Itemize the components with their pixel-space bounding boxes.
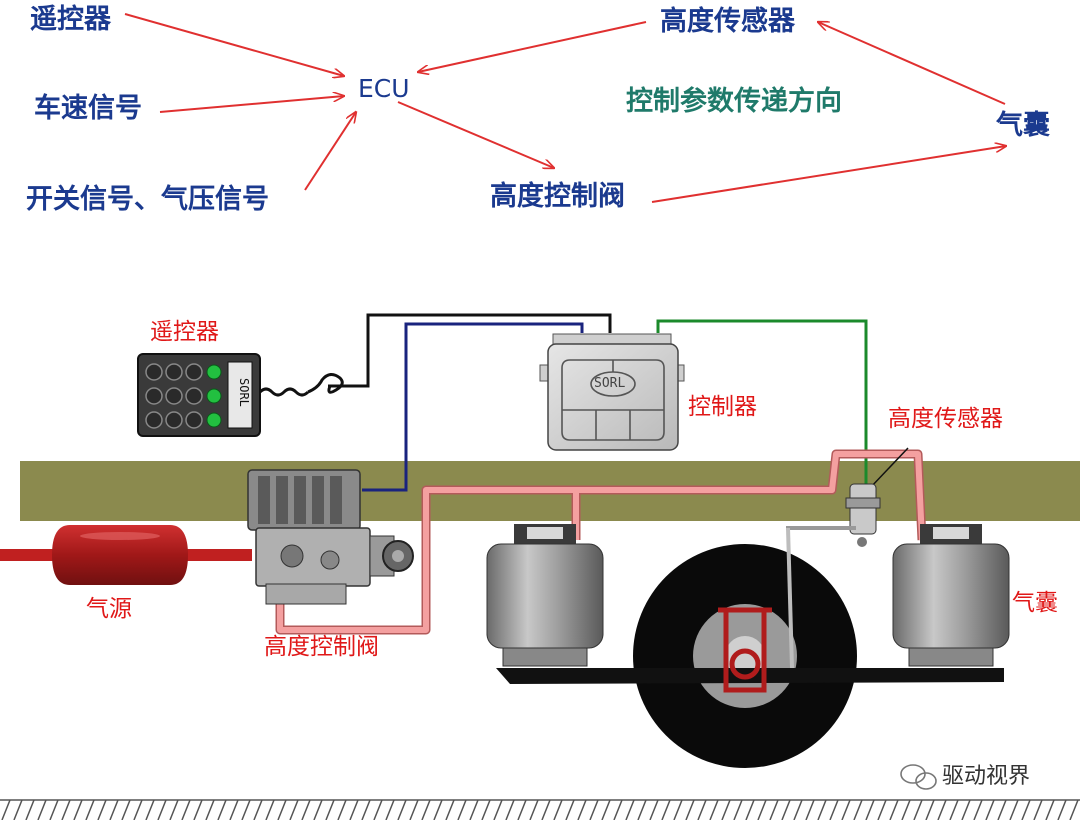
air-source-tank	[0, 525, 252, 585]
arrow-switch-to-ecu	[304, 112, 356, 191]
arrow-valve-to-airbag	[651, 146, 1006, 203]
airbag-right	[892, 524, 1010, 667]
diagram-remote-label: 遥控器	[150, 319, 219, 345]
axle-bracket	[718, 607, 772, 693]
height-control-valve	[247, 469, 414, 605]
ground	[0, 799, 1080, 820]
diagram-controller-label: 控制器	[688, 394, 757, 420]
remote-brand-text: SORL	[237, 378, 251, 407]
diagram-height-sensor-label: 高度传感器	[888, 406, 1003, 432]
remote-control-device	[137, 353, 368, 437]
flow-ecu-label: ECU	[358, 74, 410, 103]
controller-ecu-box	[539, 333, 685, 451]
diagram-air-source-label: 气源	[86, 596, 132, 622]
wheel	[633, 544, 857, 768]
diagram-airbag-label: 气囊	[1012, 590, 1058, 616]
arrow-sensor-to-ecu	[418, 21, 647, 72]
airbag-left	[486, 524, 604, 667]
arrow-airbag-to-sensor	[818, 22, 1006, 105]
watermark-text: 驱动视界	[942, 764, 1031, 789]
flow-height-valve-label: 高度控制阀	[490, 181, 625, 212]
arrow-ecu-to-valve	[397, 101, 554, 168]
arrow-remote-to-ecu	[124, 13, 344, 76]
arrow-speed-to-ecu	[159, 96, 344, 113]
wechat-icon	[900, 764, 937, 790]
flow-arrows	[124, 13, 1006, 203]
flow-airbag-label: 气囊	[996, 110, 1050, 141]
wire-blue	[362, 322, 584, 492]
flow-height-sensor-label: 高度传感器	[660, 6, 795, 37]
height-sensor	[786, 447, 909, 669]
flow-switch-pressure-label: 开关信号、气压信号	[26, 184, 269, 215]
controller-brand-text: SORL	[594, 376, 626, 391]
flow-direction-note: 控制参数传递方向	[626, 86, 842, 117]
diagram-height-valve-label: 高度控制阀	[264, 634, 379, 660]
flow-remote-label: 遥控器	[30, 4, 111, 35]
flow-speed-signal-label: 车速信号	[34, 93, 142, 124]
wire-green	[656, 319, 868, 492]
